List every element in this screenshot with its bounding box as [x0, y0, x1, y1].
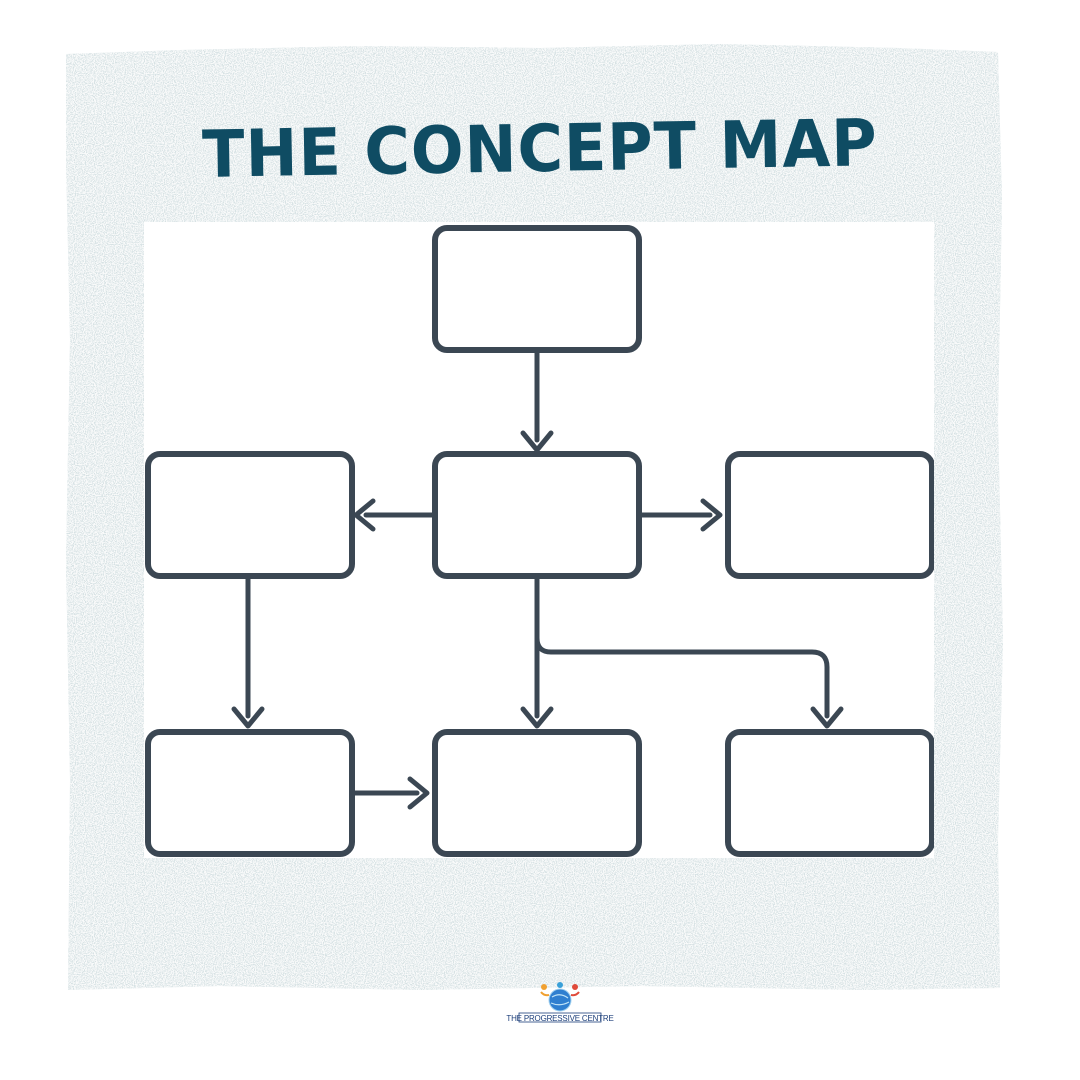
node-box [145, 451, 355, 579]
logo-text: THE PROGRESSIVE CENTRE [506, 1014, 614, 1023]
node-box [432, 225, 642, 353]
arrowhead [700, 498, 723, 532]
edge-line [534, 573, 830, 719]
node-bottom-left [145, 729, 355, 857]
node-box [725, 451, 934, 579]
edge-top-to-center [520, 347, 554, 453]
edge-center-to-bottom-right [534, 573, 844, 729]
edges [231, 347, 844, 810]
node-center [432, 451, 642, 579]
logo [518, 982, 602, 1023]
edge-center-to-right [636, 498, 723, 532]
node-box [145, 729, 355, 857]
arrowhead [231, 706, 265, 729]
node-left [145, 451, 355, 579]
nodes [145, 225, 934, 857]
edge-left-to-bottom-left [231, 573, 265, 729]
edge-center-to-left [353, 498, 438, 532]
arrowhead [520, 430, 554, 453]
arrowhead [520, 706, 554, 729]
node-top [432, 225, 642, 353]
node-right [725, 451, 934, 579]
arrowhead [810, 706, 844, 729]
node-bottom-right [725, 729, 934, 857]
concept-map-diagram [144, 222, 934, 858]
globe-with-people-icon [518, 982, 602, 1023]
edge-bottom-left-to-bottom-middle [349, 776, 430, 810]
arrowhead [353, 498, 376, 532]
arrowhead [407, 776, 430, 810]
node-box [725, 729, 934, 857]
node-box [432, 451, 642, 579]
node-bottom-middle [432, 729, 642, 857]
node-box [432, 729, 642, 857]
